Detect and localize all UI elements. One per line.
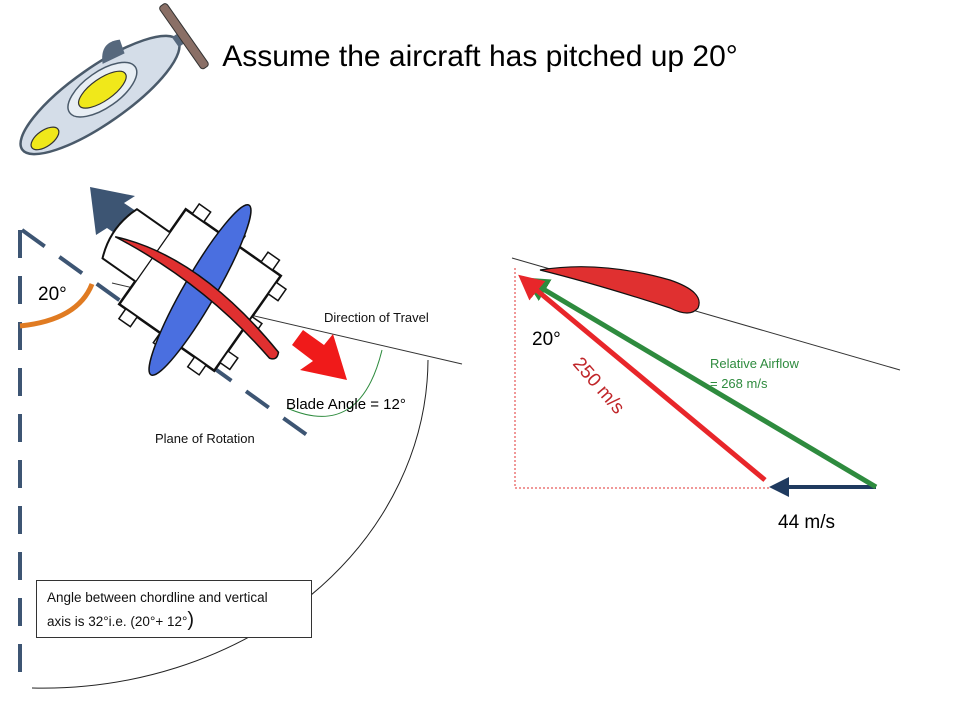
direction-arrow-red-icon (292, 330, 347, 380)
note-box: Angle between chordline and vertical axi… (36, 580, 312, 638)
note-line-2: axis is 32°i.e. (20°+ 12° (47, 614, 188, 629)
label-direction-of-travel: Direction of Travel (324, 310, 429, 325)
vector-250 (518, 274, 767, 482)
propeller-hub-icon (101, 202, 288, 376)
plane-of-rotation-dashed (20, 228, 320, 445)
label-blade-angle: Blade Angle = 12° (286, 396, 406, 413)
page-title: Assume the aircraft has pitched up 20° (222, 40, 738, 73)
note-line-1: Angle between chordline and vertical (47, 590, 268, 605)
note-close-paren: ) (187, 609, 195, 631)
label-angle-left: 20° (38, 284, 67, 305)
label-velocity-250: 250 m/s (568, 354, 628, 419)
label-relative-airflow-value: = 268 m/s (710, 376, 768, 391)
note-line-2-wrap: axis is 32°i.e. (20°+ 12°) (47, 609, 301, 633)
label-velocity-44: 44 m/s (778, 512, 835, 533)
aircraft-icon (19, 3, 209, 156)
vector-268 (523, 277, 878, 490)
label-plane-of-rotation: Plane of Rotation (155, 431, 255, 446)
airfoil-icon (539, 266, 700, 314)
label-angle-right: 20° (532, 329, 561, 350)
angle-arc-orange (19, 283, 95, 329)
label-relative-airflow: Relative Airflow (710, 356, 799, 371)
blade-angle-arc (286, 349, 383, 417)
